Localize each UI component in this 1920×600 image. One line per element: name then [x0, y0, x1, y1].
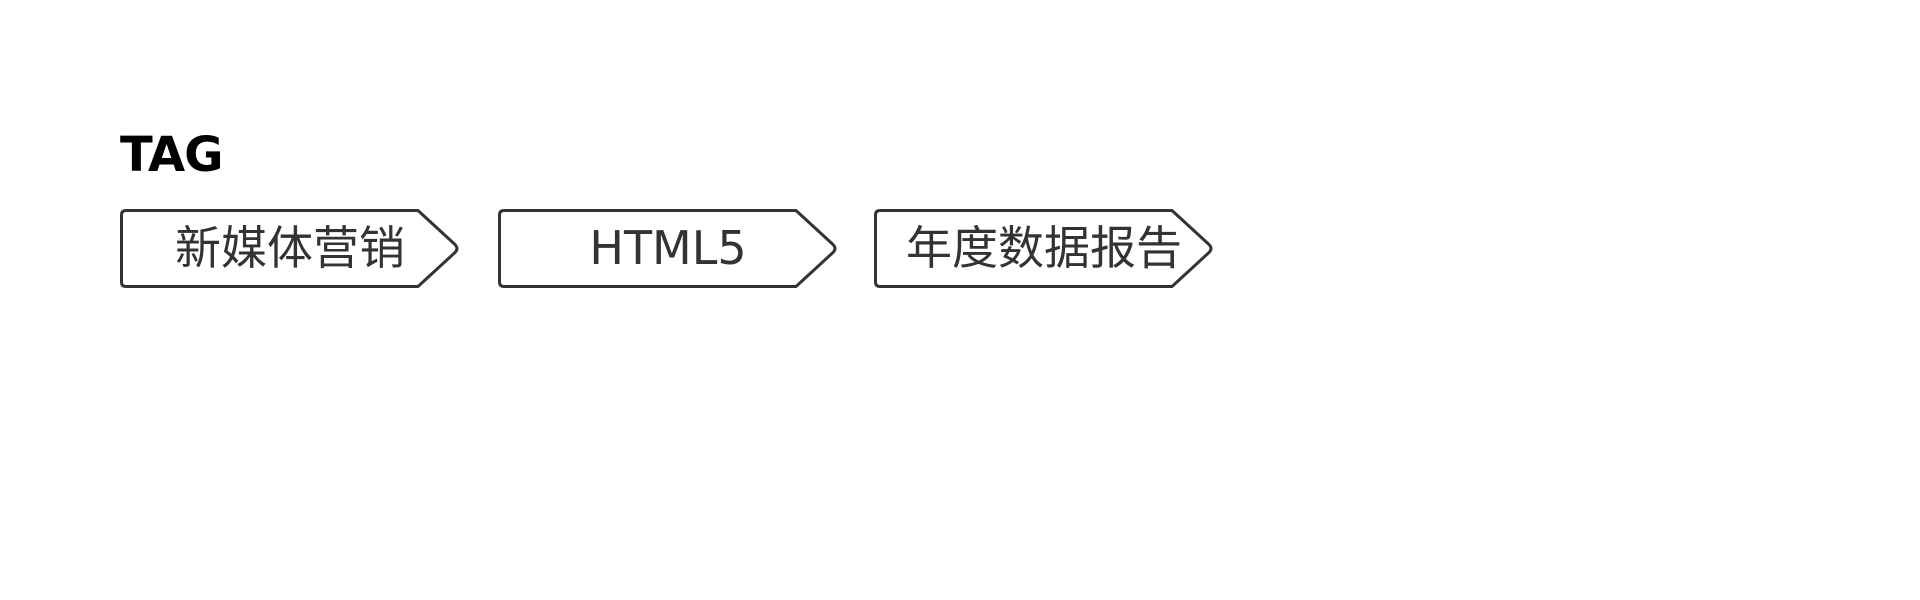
tag-shape: [874, 209, 1213, 288]
tag-label: 年度数据报告: [906, 221, 1182, 275]
section-title: TAG: [120, 127, 224, 183]
tag-label: HTML5: [589, 221, 747, 275]
tag-label: 新媒体营销: [175, 221, 405, 275]
tag-annual-data-report[interactable]: 年度数据报告: [874, 209, 1214, 288]
tag-new-media-marketing[interactable]: 新媒体营销: [120, 209, 460, 288]
tag-shape: [498, 209, 837, 288]
tag-list: 新媒体营销 HTML5 年度数据报告: [120, 209, 1320, 288]
tag-shape: [120, 209, 459, 288]
tag-html5[interactable]: HTML5: [498, 209, 838, 288]
